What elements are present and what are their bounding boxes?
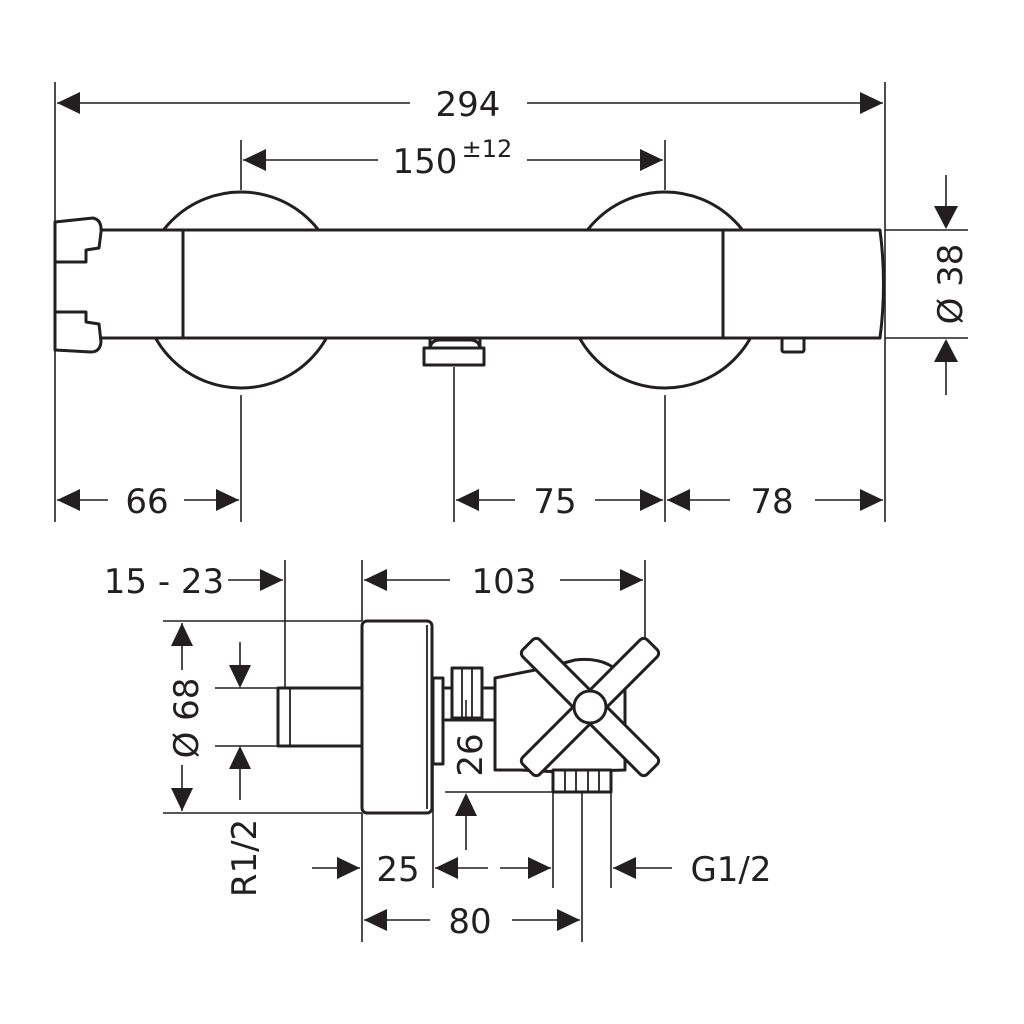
dim-adjust-range: 15 - 23 bbox=[104, 562, 224, 602]
arrow bbox=[557, 909, 580, 931]
arrow bbox=[435, 857, 458, 879]
arrow bbox=[260, 569, 283, 591]
rosette-disc bbox=[360, 619, 434, 815]
dim-outlet-offset: 75 bbox=[533, 482, 576, 522]
arrow bbox=[640, 489, 663, 511]
arrow bbox=[243, 149, 266, 171]
arrow bbox=[934, 339, 958, 362]
left-handle-grip-top bbox=[53, 216, 103, 264]
outlet-thread bbox=[551, 768, 613, 794]
arrow bbox=[171, 623, 193, 646]
dim-left-offset: 66 bbox=[125, 482, 168, 522]
dim-outlet-thread: G1/2 bbox=[690, 850, 771, 890]
arrow bbox=[613, 857, 636, 879]
dim-depth: 103 bbox=[472, 562, 537, 602]
dim-eccentric: 25 bbox=[376, 850, 419, 890]
arrow bbox=[364, 909, 387, 931]
dim-center-tolerance: ±12 bbox=[462, 135, 513, 163]
front-view: 294 150 ±12 Ø 38 66 75 78 bbox=[53, 82, 971, 522]
dim-overall-width: 294 bbox=[436, 85, 501, 125]
arrow bbox=[229, 665, 251, 688]
side-view: 15 - 23 103 Ø 68 R1/2 26 25 bbox=[104, 560, 772, 942]
dim-right-offset: 78 bbox=[750, 482, 793, 522]
center-cover bbox=[181, 228, 725, 340]
arrow bbox=[640, 149, 663, 171]
arrow bbox=[229, 746, 251, 769]
arrow bbox=[171, 788, 193, 811]
arrow bbox=[528, 857, 551, 879]
side-stud bbox=[780, 336, 806, 354]
arrow bbox=[57, 489, 80, 511]
dim-outlet-depth: 80 bbox=[448, 902, 491, 942]
arrow bbox=[456, 489, 479, 511]
arrow bbox=[364, 569, 387, 591]
arrow bbox=[934, 206, 958, 229]
outlet-nozzle-ring bbox=[422, 346, 486, 367]
arrow bbox=[860, 489, 883, 511]
connector-pipe-cap bbox=[450, 666, 484, 720]
arrow bbox=[860, 92, 883, 114]
dim-inlet-thread: R1/2 bbox=[225, 819, 265, 897]
arrow bbox=[620, 569, 643, 591]
dim-outlet-height: 26 bbox=[451, 733, 491, 776]
dim-body-diameter: Ø 38 bbox=[931, 244, 971, 325]
arrow bbox=[667, 489, 690, 511]
left-handle-grip-bottom bbox=[53, 310, 103, 354]
inlet-pipe bbox=[276, 686, 365, 748]
arrow bbox=[337, 857, 360, 879]
dim-center-distance: 150 bbox=[393, 142, 458, 182]
arrow bbox=[455, 793, 477, 816]
cross-handle bbox=[519, 636, 661, 778]
dim-rosette-diameter: Ø 68 bbox=[167, 678, 207, 759]
arrow bbox=[57, 92, 80, 114]
arrow bbox=[216, 489, 239, 511]
